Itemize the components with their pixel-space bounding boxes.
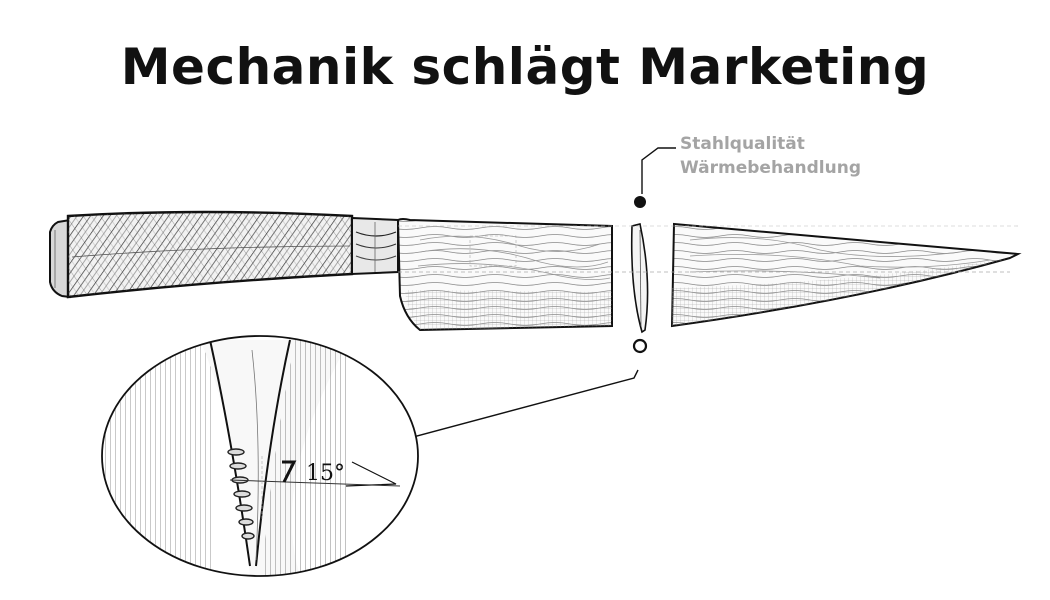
blade-heel-section (396, 218, 613, 332)
knife-bolster (351, 216, 399, 276)
page-title: Mechanik schlägt Marketing (120, 38, 930, 96)
blade-cross-section (630, 223, 649, 334)
knife-handle (49, 210, 354, 299)
callout-label-steel-quality: Stahlqualität (680, 134, 805, 154)
callout-leader-top (634, 147, 676, 208)
blade-tip-section (670, 222, 1022, 328)
edge-detail-magnifier: 15° (101, 335, 419, 577)
bevel-angle-label: 15° (306, 461, 345, 486)
callout-label-heat-treatment: Wärmebehandlung (680, 158, 861, 178)
